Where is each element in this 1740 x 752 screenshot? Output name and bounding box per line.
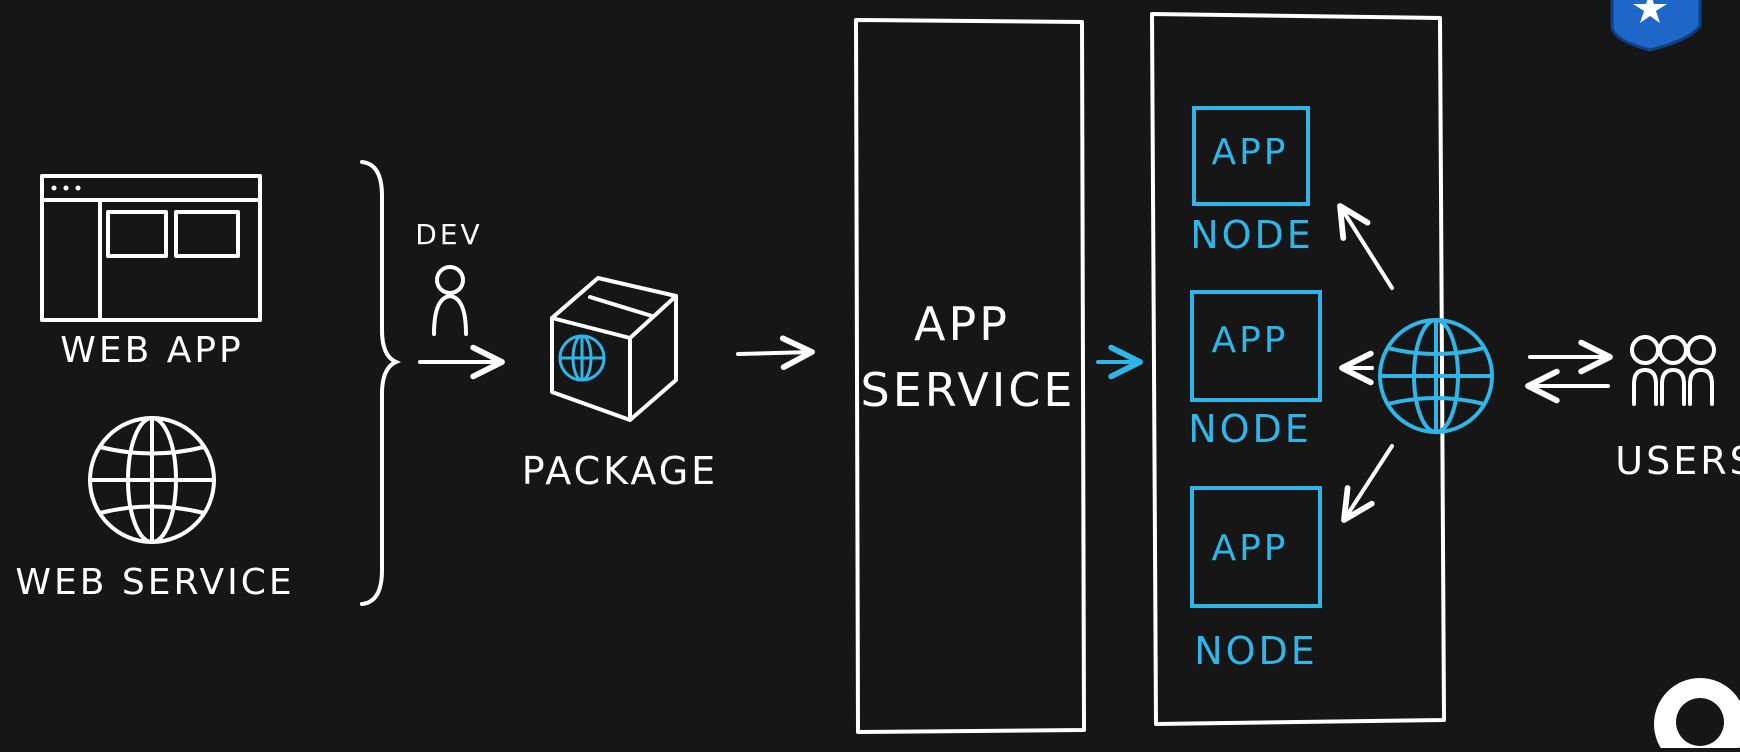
package-globe-icon <box>558 334 606 382</box>
grouping-brace <box>360 160 402 606</box>
node-1: APP NODE <box>1190 106 1314 257</box>
users-label: USERS <box>1615 439 1740 483</box>
app-box <box>1190 486 1322 608</box>
dev-person-icon <box>432 265 468 336</box>
load-balancer-globe-icon <box>1378 318 1494 434</box>
users-group-icon <box>1630 335 1716 406</box>
node-2: APP NODE <box>1188 290 1322 451</box>
package-label: PACKAGE <box>522 449 718 493</box>
node-label: NODE <box>1194 629 1318 673</box>
node-label: NODE <box>1190 213 1314 257</box>
node-3: APP NODE <box>1190 486 1322 673</box>
app-label: APP <box>1211 528 1288 569</box>
app-box <box>1192 106 1310 206</box>
app-box <box>1190 290 1322 402</box>
avatar-icon <box>1654 678 1740 752</box>
web-app-icon <box>40 174 262 322</box>
globe-to-node-3-arrow <box>1341 444 1394 523</box>
web-app-label: WEB APP <box>60 330 244 371</box>
web-service-globe-icon <box>88 416 216 544</box>
package-box-icon <box>550 276 678 422</box>
app-service-label-line1: APP <box>914 297 1010 351</box>
dev-label: DEV <box>415 218 482 251</box>
star-badge-icon <box>1610 0 1702 52</box>
app-service-label-line2: SERVICE <box>861 363 1076 417</box>
package-to-app-service-arrow <box>736 335 815 371</box>
nodes-container <box>1150 12 1446 726</box>
node-label: NODE <box>1188 407 1312 451</box>
app-label: APP <box>1211 320 1288 361</box>
web-service-label: WEB SERVICE <box>15 562 294 603</box>
globe-to-node-1-arrow <box>1337 203 1394 290</box>
app-label: APP <box>1211 132 1288 173</box>
app-service-column <box>854 18 1086 734</box>
